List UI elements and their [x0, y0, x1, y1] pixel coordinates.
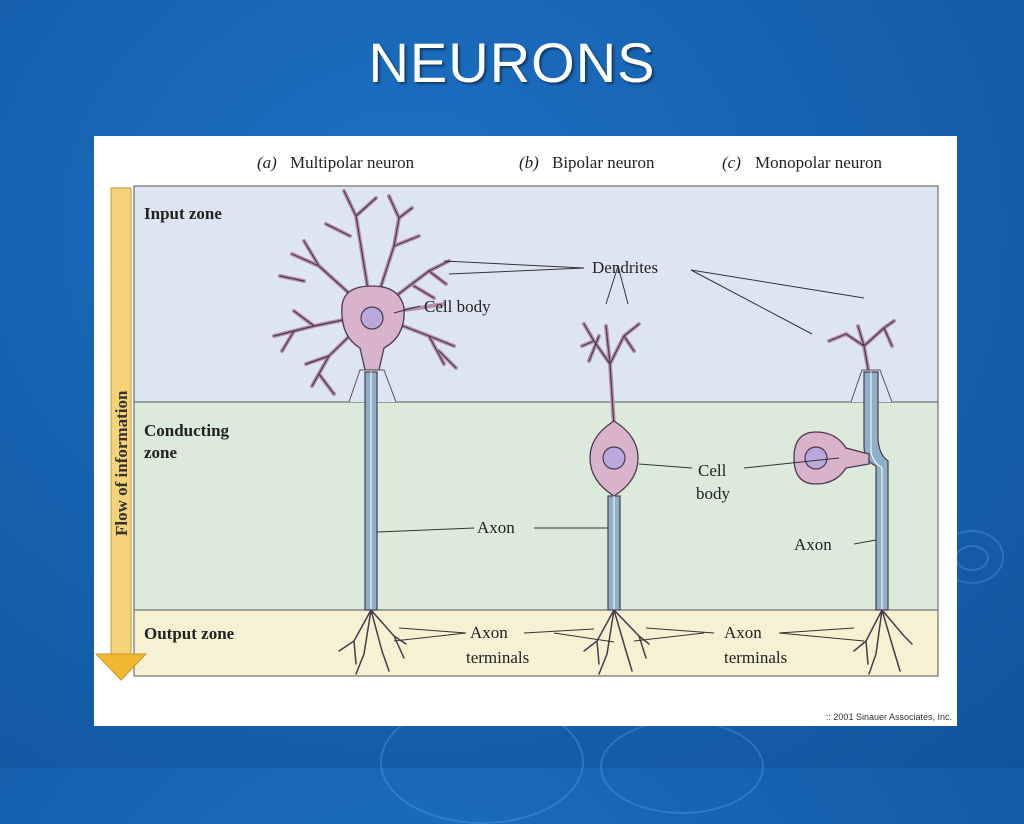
cell-body-label-bc: Cell	[698, 461, 727, 480]
conducting-zone-label: Conducting	[144, 421, 230, 440]
cell-body-label-bc-2: body	[696, 484, 731, 503]
dendrites-label: Dendrites	[592, 258, 658, 277]
axon-terminals-label-2b: terminals	[724, 648, 787, 667]
axon-terminals-label-1b: terminals	[466, 648, 529, 667]
axon-label-a: Axon	[477, 518, 515, 537]
header-b-letter: (b)	[519, 153, 539, 172]
background-ripple	[600, 720, 764, 814]
axon-label-c: Axon	[794, 535, 832, 554]
monopolar-neuron	[793, 319, 913, 675]
header-c-text: Monopolar neuron	[755, 153, 883, 172]
header-a-letter: (a)	[257, 153, 277, 172]
output-zone-band	[133, 609, 939, 677]
bipolar-neuron	[580, 322, 650, 675]
leader-lines	[376, 260, 877, 643]
flow-arrow	[94, 187, 148, 681]
header-b-text: Bipolar neuron	[552, 153, 655, 172]
slide-title: NEURONS	[368, 31, 656, 94]
conducting-zone-label-2: zone	[144, 443, 178, 462]
input-zone-band	[133, 185, 939, 403]
input-zone-label: Input zone	[144, 204, 222, 223]
flow-label: Flow of information	[112, 390, 131, 536]
axon-terminals-label-1: Axon	[470, 623, 508, 642]
header-c-letter: (c)	[722, 153, 741, 172]
axon-terminals-label-2: Axon	[724, 623, 762, 642]
header-a-text: Multipolar neuron	[290, 153, 415, 172]
copyright: :: 2001 Sinauer Associates, Inc.	[826, 712, 952, 722]
cell-body-label-a: Cell body	[424, 297, 491, 316]
output-zone-label: Output zone	[144, 624, 235, 643]
neuron-figure: Flow of information (a) Multipolar neuro…	[94, 136, 957, 726]
background-ripple	[955, 545, 989, 571]
multipolar-neuron	[272, 189, 458, 675]
